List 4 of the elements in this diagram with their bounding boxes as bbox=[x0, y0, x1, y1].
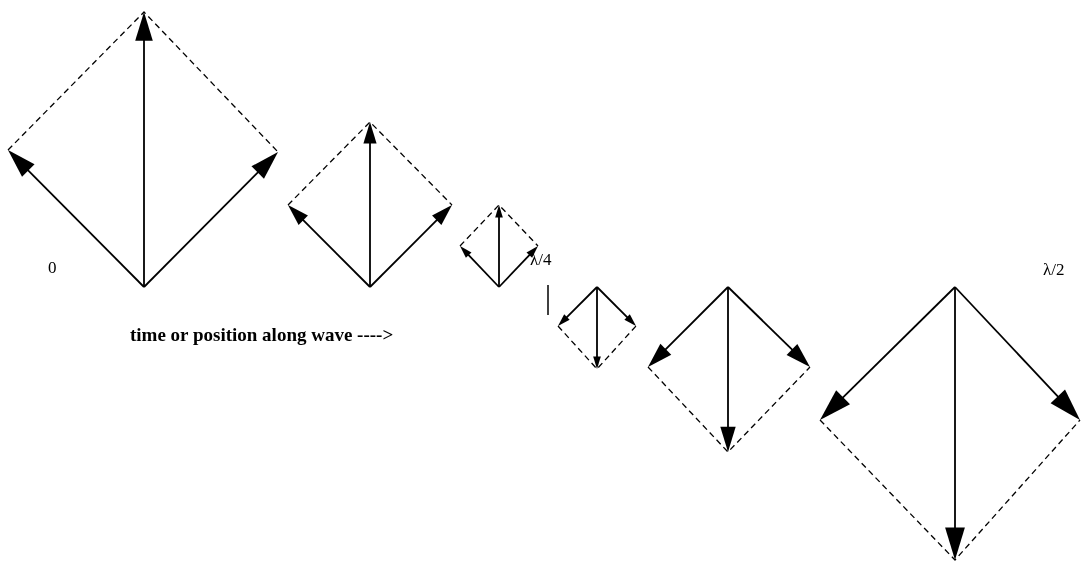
position-label: λ/4 bbox=[530, 250, 552, 270]
position-label: λ/2 bbox=[1043, 260, 1065, 280]
position-label: 0 bbox=[48, 258, 57, 278]
axis-caption: time or position along wave ----> bbox=[130, 324, 394, 346]
